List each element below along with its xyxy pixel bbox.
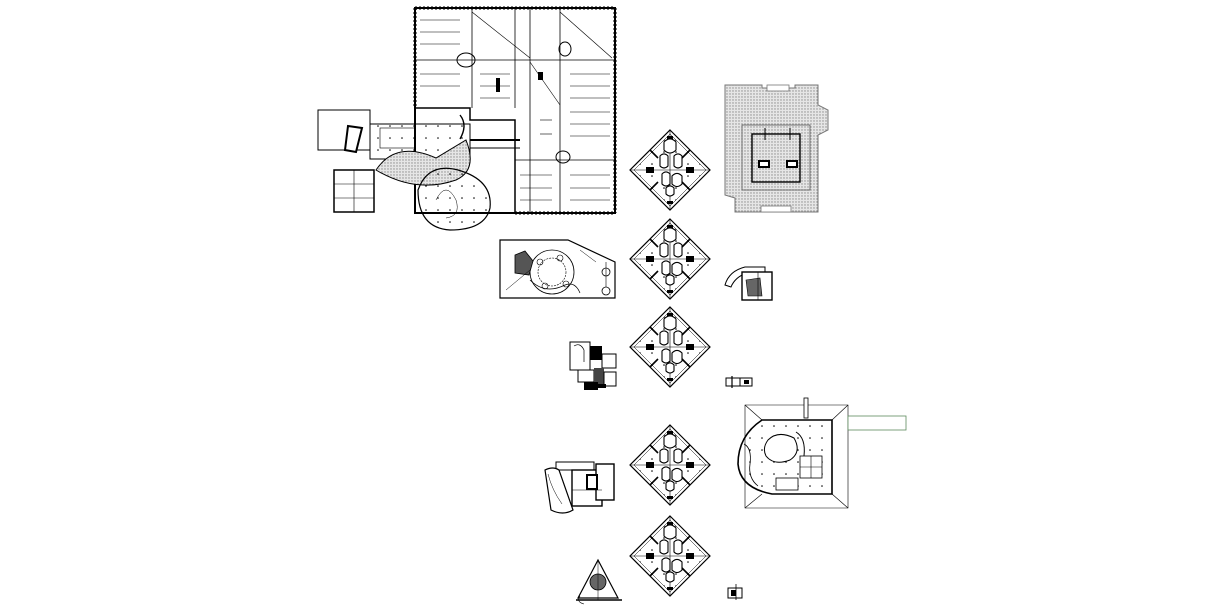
site-plan [499, 239, 616, 299]
diamond-floor-plan-3 [629, 306, 711, 388]
diamond-floor-plan-4 [629, 424, 711, 506]
diamond-floor-plan-1 [629, 129, 711, 211]
diamond-floor-plan-5 [629, 515, 711, 597]
small-section-detail-1 [725, 376, 753, 388]
small-section-detail-2 [727, 584, 743, 600]
diamond-floor-plan-2 [629, 218, 711, 300]
small-detail-plan [724, 266, 773, 301]
roof-plan-hatched [724, 84, 829, 213]
parking-garage-plan [317, 6, 617, 231]
triangle-site-detail [576, 558, 622, 605]
ground-floor-plan-large [737, 397, 907, 509]
curved-building-plan [544, 461, 615, 514]
small-stair-detail [569, 341, 617, 390]
